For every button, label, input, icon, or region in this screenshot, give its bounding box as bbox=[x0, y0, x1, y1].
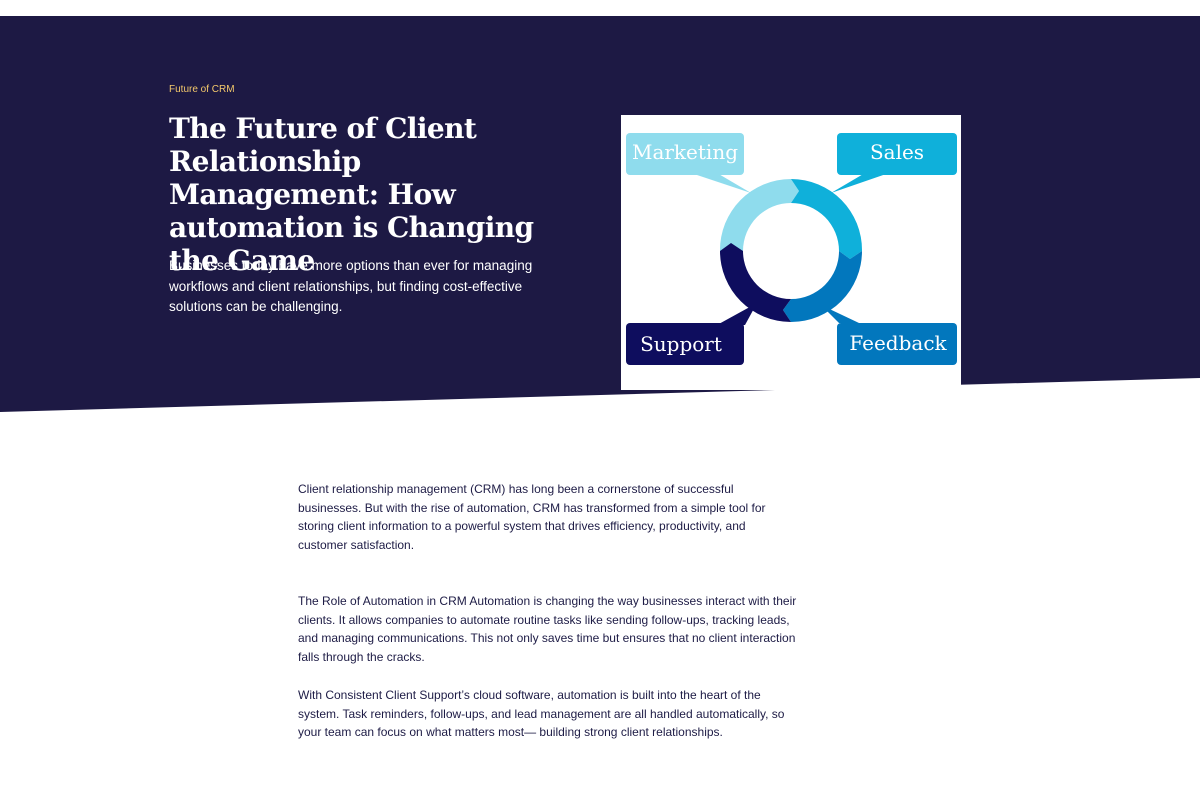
cycle-segment-sales bbox=[791, 179, 863, 259]
support-callout bbox=[626, 323, 744, 365]
feedback-callout bbox=[837, 323, 957, 365]
crm-cycle-diagram: Marketing Sales Support Feedback bbox=[621, 115, 961, 390]
marketing-callout bbox=[626, 133, 744, 175]
support-label: Support bbox=[640, 332, 722, 356]
eyebrow-category: Future of CRM bbox=[169, 84, 235, 95]
feedback-label: Feedback bbox=[849, 331, 947, 355]
cycle-segment-marketing bbox=[719, 179, 799, 251]
article-paragraph-3: With Consistent Client Support’s cloud s… bbox=[298, 688, 785, 740]
cycle-segment-feedback bbox=[783, 251, 862, 322]
hero-subtitle: Businesses today have more options than … bbox=[169, 258, 533, 314]
cycle-segment-support bbox=[720, 243, 791, 322]
marketing-label: Marketing bbox=[632, 140, 738, 164]
sales-callout bbox=[837, 133, 957, 175]
article-paragraph-2: The Role of Automation in CRM Automation… bbox=[298, 594, 797, 665]
sales-callout-pointer bbox=[831, 173, 889, 193]
sales-label: Sales bbox=[870, 140, 924, 164]
marketing-callout-pointer bbox=[691, 173, 751, 193]
page-title: The Future of Client Relationship Manage… bbox=[169, 112, 534, 277]
article-paragraph-1: Client relationship management (CRM) has… bbox=[298, 482, 766, 553]
support-callout-pointer bbox=[717, 303, 757, 325]
